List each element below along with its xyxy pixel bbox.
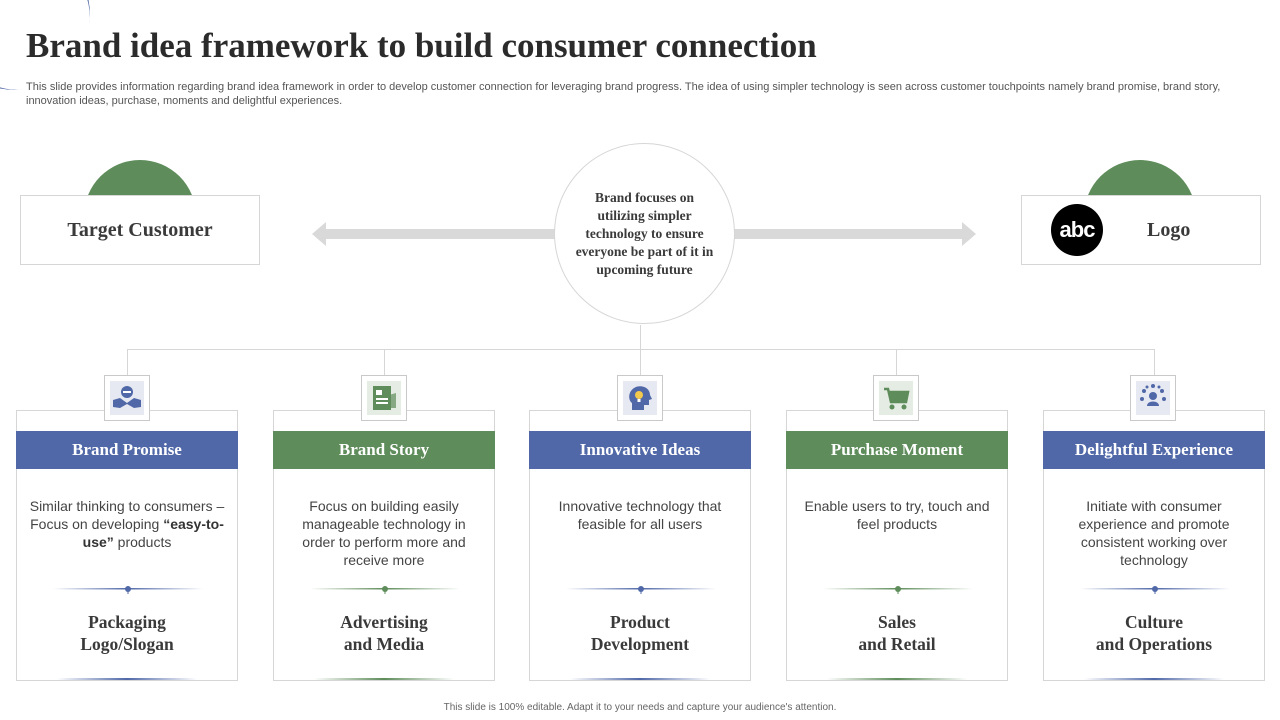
card-description-tail: products	[113, 534, 172, 550]
card-description-text: Similar thinking to consumers – Focus on…	[29, 498, 225, 532]
handshake-icon	[109, 380, 145, 416]
card-divider	[310, 586, 460, 594]
logo-label: Logo	[1147, 219, 1191, 241]
target-customer-box: Target Customer	[20, 195, 260, 265]
icon-box-1	[104, 375, 150, 421]
card-underline	[827, 678, 967, 680]
card-title: Purchase Moment	[830, 440, 964, 459]
card-header: Delightful Experience	[1043, 431, 1265, 469]
card-description: Innovative technology that feasible for …	[540, 497, 740, 533]
card-category-line2: Development	[590, 634, 690, 654]
card-description: Focus on building easily manageable tech…	[284, 497, 484, 569]
footer-note: This slide is 100% editable. Adapt it to…	[443, 702, 837, 713]
head-lightbulb-icon	[622, 380, 658, 416]
card-description-text: Initiate with consumer experience and pr…	[1078, 498, 1230, 568]
page-subtitle: This slide provides information regardin…	[26, 81, 1221, 107]
card-divider	[823, 586, 973, 594]
card-description-text: Innovative technology that feasible for …	[558, 498, 722, 532]
card-category-line2: and Operations	[1095, 634, 1213, 654]
people-network-icon	[1135, 380, 1171, 416]
card-description-text: Focus on building easily manageable tech…	[302, 498, 466, 568]
card-description-bold: “easy-to-use”	[82, 516, 224, 550]
center-statement: Brand focuses on utilizing simpler techn…	[575, 189, 714, 277]
card-category-line1: Product	[610, 612, 670, 632]
card-divider	[566, 586, 716, 594]
card-title: Delightful Experience	[1074, 440, 1234, 459]
card-category-line1: Sales	[878, 612, 916, 632]
card-underline	[570, 678, 710, 680]
card-underline	[57, 678, 197, 680]
shopping-cart-icon	[878, 380, 914, 416]
card-header: Brand Promise	[16, 431, 238, 469]
icon-box-2	[361, 375, 407, 421]
document-chart-icon	[366, 380, 402, 416]
icon-box-5	[1130, 375, 1176, 421]
card-header: Brand Story	[273, 431, 495, 469]
icon-box-3	[617, 375, 663, 421]
card-category-line1: Advertising	[340, 612, 428, 632]
card-underline	[314, 678, 454, 680]
card-header: Purchase Moment	[786, 431, 1008, 469]
right-arrow	[734, 222, 976, 246]
card-title: Brand Story	[338, 440, 430, 459]
card-description-text: Enable users to try, touch and feel prod…	[804, 498, 990, 532]
card-underline	[1084, 678, 1224, 680]
card-description: Enable users to try, touch and feel prod…	[797, 497, 997, 533]
page-title: Brand idea framework to build consumer c…	[26, 26, 817, 65]
card-title: Innovative Ideas	[579, 440, 701, 459]
center-circle: Brand focuses on utilizing simpler techn…	[554, 143, 735, 324]
card-category-line2: and Retail	[858, 634, 936, 654]
left-arrow	[312, 222, 556, 246]
abc-logo-icon: abc	[1051, 204, 1103, 256]
card-category-line1: Culture	[1124, 612, 1183, 632]
card-category-line1: Packaging	[88, 612, 166, 632]
logo-box: abc Logo	[1021, 195, 1261, 265]
card-title: Brand Promise	[72, 440, 182, 459]
card-description: Similar thinking to consumers – Focus on…	[27, 497, 227, 551]
target-customer-label: Target Customer	[67, 219, 213, 241]
card-divider	[53, 586, 203, 594]
card-category-line2: Logo/Slogan	[80, 634, 174, 654]
card-divider	[1080, 586, 1230, 594]
card-header: Innovative Ideas	[529, 431, 751, 469]
icon-box-4	[873, 375, 919, 421]
card-description: Initiate with consumer experience and pr…	[1054, 497, 1254, 569]
card-category-line2: and Media	[343, 634, 425, 654]
